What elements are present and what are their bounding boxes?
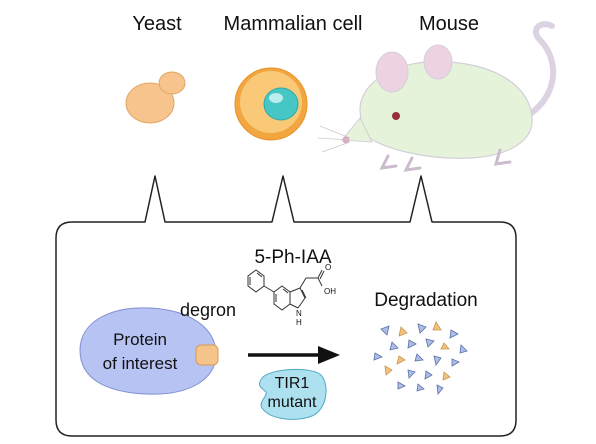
compound-name: 5-Ph-IAA <box>254 247 331 268</box>
fragment <box>380 325 390 336</box>
degradation-label: Degradation <box>374 290 478 311</box>
fragment <box>398 326 408 337</box>
yeast-icon <box>125 71 186 124</box>
protein-label-line2: of interest <box>103 354 178 373</box>
mammalian-cell-label: Mammalian cell <box>224 13 363 35</box>
compound-oh-label: OH <box>324 287 336 296</box>
fragment <box>442 371 451 381</box>
fragment <box>424 370 433 380</box>
fragment <box>407 369 416 379</box>
fragment <box>389 341 399 351</box>
fragment <box>459 344 468 354</box>
fragment <box>373 352 383 361</box>
fragment <box>425 338 435 348</box>
fragment <box>449 329 459 339</box>
fragment <box>433 355 442 366</box>
tir1-mutant-shape <box>259 368 327 420</box>
fragment <box>407 339 417 349</box>
tir1-label-line2: mutant <box>268 394 317 411</box>
yeast-label: Yeast <box>132 13 182 35</box>
mammalian-cell-icon <box>234 67 308 141</box>
fragment <box>451 358 460 367</box>
degraded-fragments <box>373 321 468 395</box>
fragment <box>440 342 450 350</box>
fragment <box>396 355 406 365</box>
protein-label-line1: Protein <box>113 330 167 349</box>
fragment <box>414 353 424 362</box>
fragment <box>432 321 442 331</box>
fragment <box>416 383 425 392</box>
fragment <box>397 381 406 390</box>
mouse-illustration <box>317 21 556 172</box>
context-frame <box>55 175 517 437</box>
fragment <box>417 323 427 334</box>
fragment <box>436 384 444 395</box>
compound-structure <box>247 269 325 311</box>
compound-n-label: N <box>296 309 302 318</box>
degron-tag <box>195 344 219 366</box>
mouse-label: Mouse <box>419 13 479 35</box>
compound-o-label: O <box>325 263 331 272</box>
fragment <box>384 365 393 376</box>
compound-h-label: H <box>296 318 302 327</box>
tir1-label-line1: TIR1 <box>275 375 310 392</box>
degradation-arrow <box>248 346 340 364</box>
degron-label: degron <box>180 300 236 320</box>
